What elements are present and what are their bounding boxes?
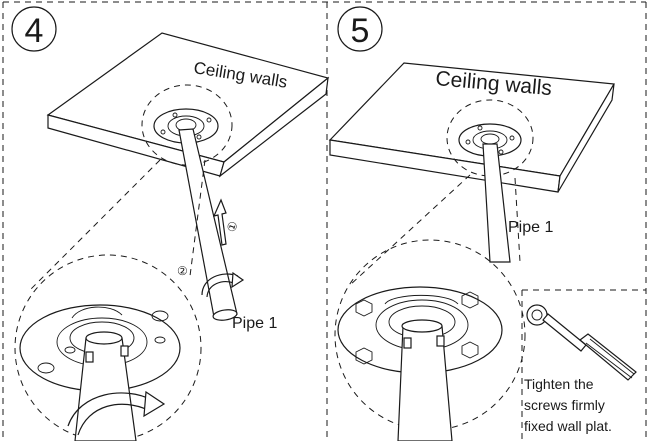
step-4-badge: 4 (11, 6, 57, 52)
instruction-line-2: screws firmly (524, 397, 605, 413)
instruction-line-1: Tighten the (524, 376, 594, 392)
rotate-arrow-icon (201, 271, 245, 298)
step-4-number: 4 (25, 12, 44, 50)
detail-view (334, 239, 526, 441)
instruction-box (521, 289, 646, 440)
wrench-icon (526, 304, 637, 381)
pipe (178, 128, 238, 321)
detail-view (14, 254, 202, 441)
arrow-marker-2: ② (177, 264, 188, 278)
pipe (482, 143, 511, 263)
rotate-arrow-icon (67, 390, 166, 436)
step-5-badge: 5 (337, 6, 383, 52)
arrow-marker-1: ① (224, 219, 241, 234)
pipe-label: Pipe 1 (508, 219, 553, 236)
step-5-number: 5 (351, 12, 370, 50)
up-arrow-icon (212, 198, 227, 246)
step-4-panel: 4 Ceiling walls Pipe 1 (11, 6, 330, 441)
ceiling-slab (328, 62, 615, 193)
pipe-label: Pipe 1 (232, 315, 277, 332)
ceiling-slab (46, 32, 330, 178)
step-5-panel: 5 Ceiling walls Pipe 1 (328, 6, 646, 441)
instruction-text: Tighten the screws firmly fixed wall pla… (524, 376, 612, 434)
instruction-line-3: fixed wall plat. (524, 418, 612, 434)
